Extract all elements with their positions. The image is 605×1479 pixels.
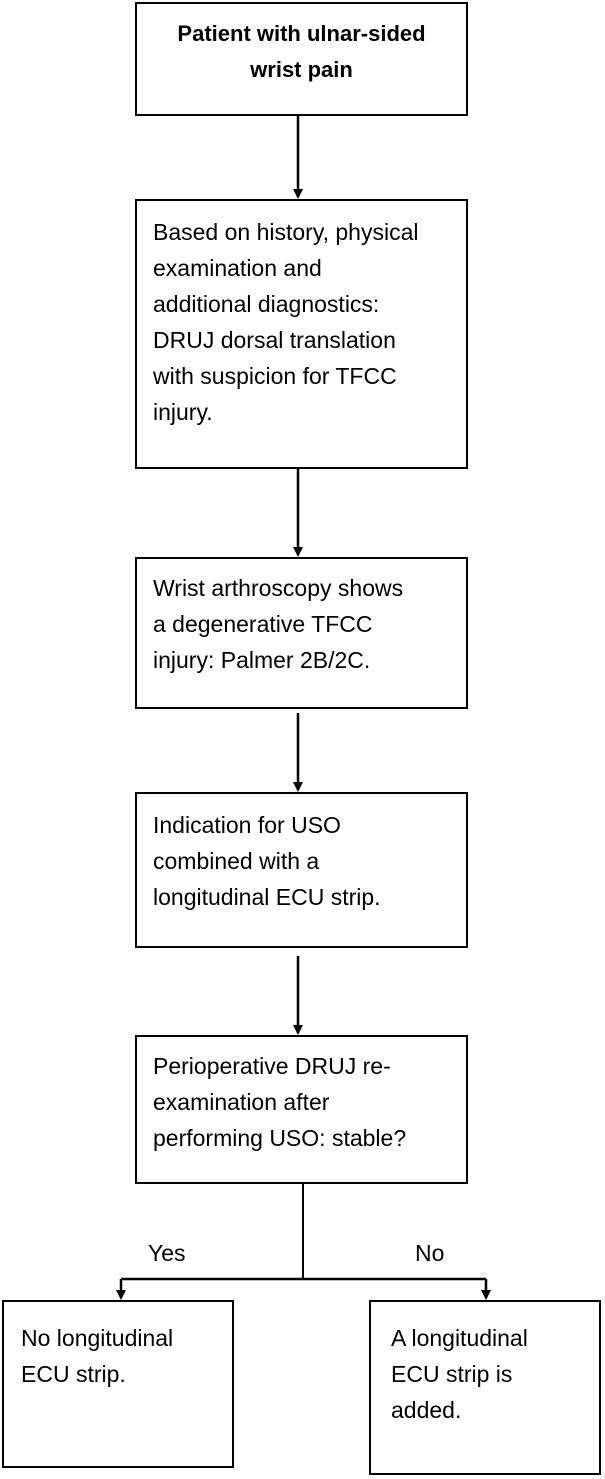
node-outcome-yes-text: No longitudinal ECU strip. <box>21 1325 174 1387</box>
node-history-text: Based on history, physical examination a… <box>153 219 419 425</box>
node-outcome-no-text: A longitudinal ECU strip is added. <box>391 1325 528 1423</box>
node-reexamination: Perioperative DRUJ re- examination after… <box>135 1035 468 1184</box>
node-indication: Indication for USO combined with a longi… <box>135 792 468 948</box>
node-history: Based on history, physical examination a… <box>135 199 468 469</box>
node-reexamination-text: Perioperative DRUJ re- examination after… <box>153 1053 407 1151</box>
branch-label-yes: Yes <box>148 1240 186 1266</box>
node-arthroscopy-text: Wrist arthroscopy shows a degenerative T… <box>153 575 404 673</box>
node-start-text: Patient with ulnar-sided wrist pain <box>177 21 426 82</box>
node-outcome-yes: No longitudinal ECU strip. <box>2 1300 234 1468</box>
node-outcome-no: A longitudinal ECU strip is added. <box>369 1300 601 1475</box>
node-arthroscopy: Wrist arthroscopy shows a degenerative T… <box>135 557 468 709</box>
node-start: Patient with ulnar-sided wrist pain <box>135 2 468 116</box>
branch-label-no: No <box>415 1240 445 1266</box>
node-indication-text: Indication for USO combined with a longi… <box>153 812 381 910</box>
